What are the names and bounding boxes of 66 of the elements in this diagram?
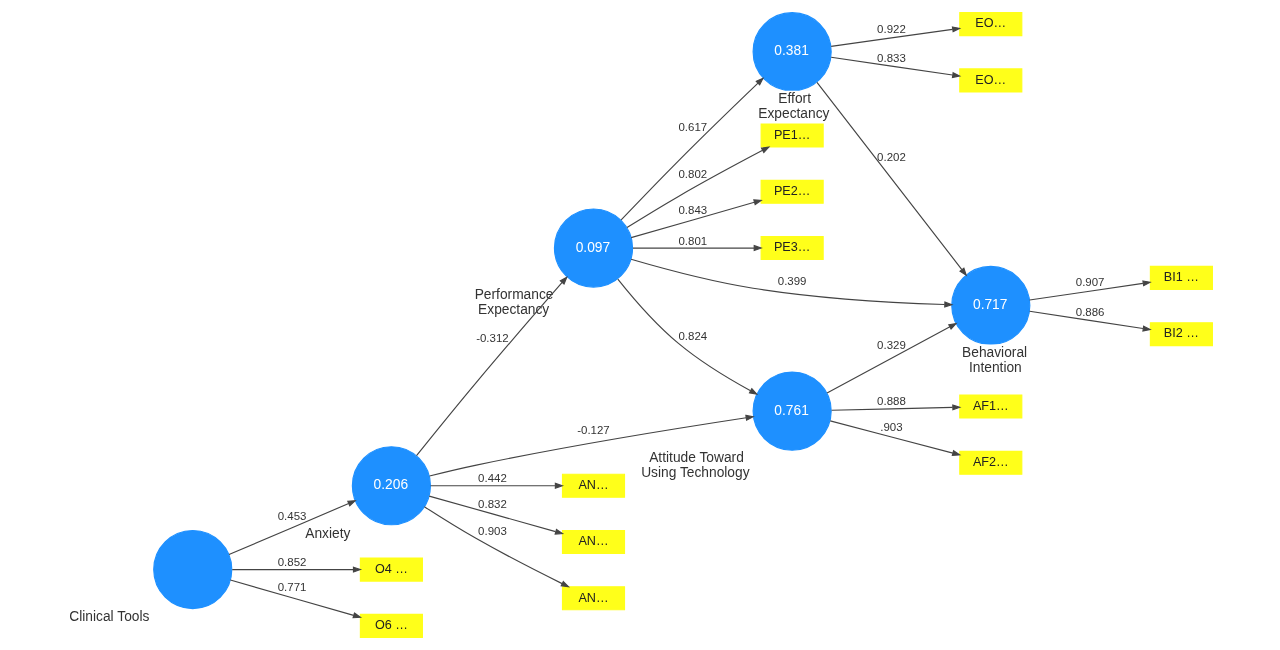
arrow: [429, 414, 755, 477]
edge-label: 0.922: [877, 23, 906, 36]
edge-label: 0.886: [1075, 305, 1105, 318]
edge-label: 0.843: [678, 203, 708, 216]
arrow: [617, 278, 759, 395]
arrow: [620, 77, 765, 221]
node-box: EO…: [959, 68, 1023, 93]
node-label: Anxiety: [305, 525, 351, 541]
node-box: AN…: [561, 586, 626, 611]
arrow: [830, 56, 962, 79]
node-label: Behavioral Intention: [962, 344, 1028, 375]
edge-label: -0.127: [577, 424, 610, 437]
edge-label: 0.802: [678, 168, 708, 181]
edge-label: 0.903: [478, 525, 507, 538]
node-circle: [153, 529, 233, 610]
node-box: AN…: [561, 473, 626, 498]
arrow: [630, 199, 763, 239]
edge-label: 0.832: [478, 497, 507, 510]
node-box: O4 …: [359, 557, 423, 582]
edge-label: 0.833: [877, 52, 906, 65]
edge-label: 0.202: [877, 150, 906, 163]
node-circle: 0.206: [351, 446, 431, 526]
arrow: [626, 146, 771, 229]
node-label: Attitude Toward Using Technology: [641, 450, 750, 481]
arrow: [630, 258, 954, 308]
node-box: BI1 …: [1149, 265, 1213, 290]
arrow: [816, 81, 968, 277]
arrow: [1029, 310, 1152, 332]
node-box: EO…: [959, 12, 1023, 37]
node-box: AF2…: [959, 450, 1023, 475]
arrow: [231, 566, 363, 573]
edge-label: 0.907: [1075, 275, 1105, 288]
edge-label: -0.312: [476, 332, 509, 345]
arrow: [1029, 280, 1152, 301]
arrow: [415, 275, 568, 457]
node-label: Clinical Tools: [69, 609, 150, 625]
edge-label: 0.442: [478, 472, 507, 485]
node-box: AF1…: [959, 394, 1023, 419]
edge-label: 0.801: [678, 234, 708, 247]
edge-label: 0.852: [277, 556, 307, 569]
node-circle: 0.761: [752, 371, 832, 451]
node-box: AN…: [561, 529, 626, 555]
edge-label: 0.824: [678, 329, 708, 342]
edge-label: 0.453: [277, 510, 307, 523]
node-box: PE1…: [760, 123, 824, 148]
edge-label: 0.771: [277, 581, 307, 594]
edge-label: 0.888: [877, 395, 906, 408]
arrow: [423, 506, 571, 588]
node-box: O6 …: [359, 613, 423, 638]
arrow: [826, 322, 958, 394]
arrow: [428, 495, 565, 535]
node-label: Effort Expectancy: [758, 90, 830, 121]
arrow: [228, 500, 357, 556]
arrow: [830, 26, 962, 47]
node-box: PE2…: [760, 179, 824, 204]
edge-label: .903: [880, 420, 903, 433]
arrow: [632, 244, 763, 252]
node-box: BI2 …: [1149, 322, 1213, 347]
arrow: [829, 420, 962, 457]
edge-label: 0.399: [777, 274, 807, 287]
node-box: PE3…: [760, 236, 824, 261]
arrow: [229, 579, 363, 619]
edge-label: 0.617: [678, 120, 708, 133]
arrow: [831, 404, 962, 411]
arrow: [430, 482, 564, 489]
edge-label: 0.329: [877, 339, 906, 352]
